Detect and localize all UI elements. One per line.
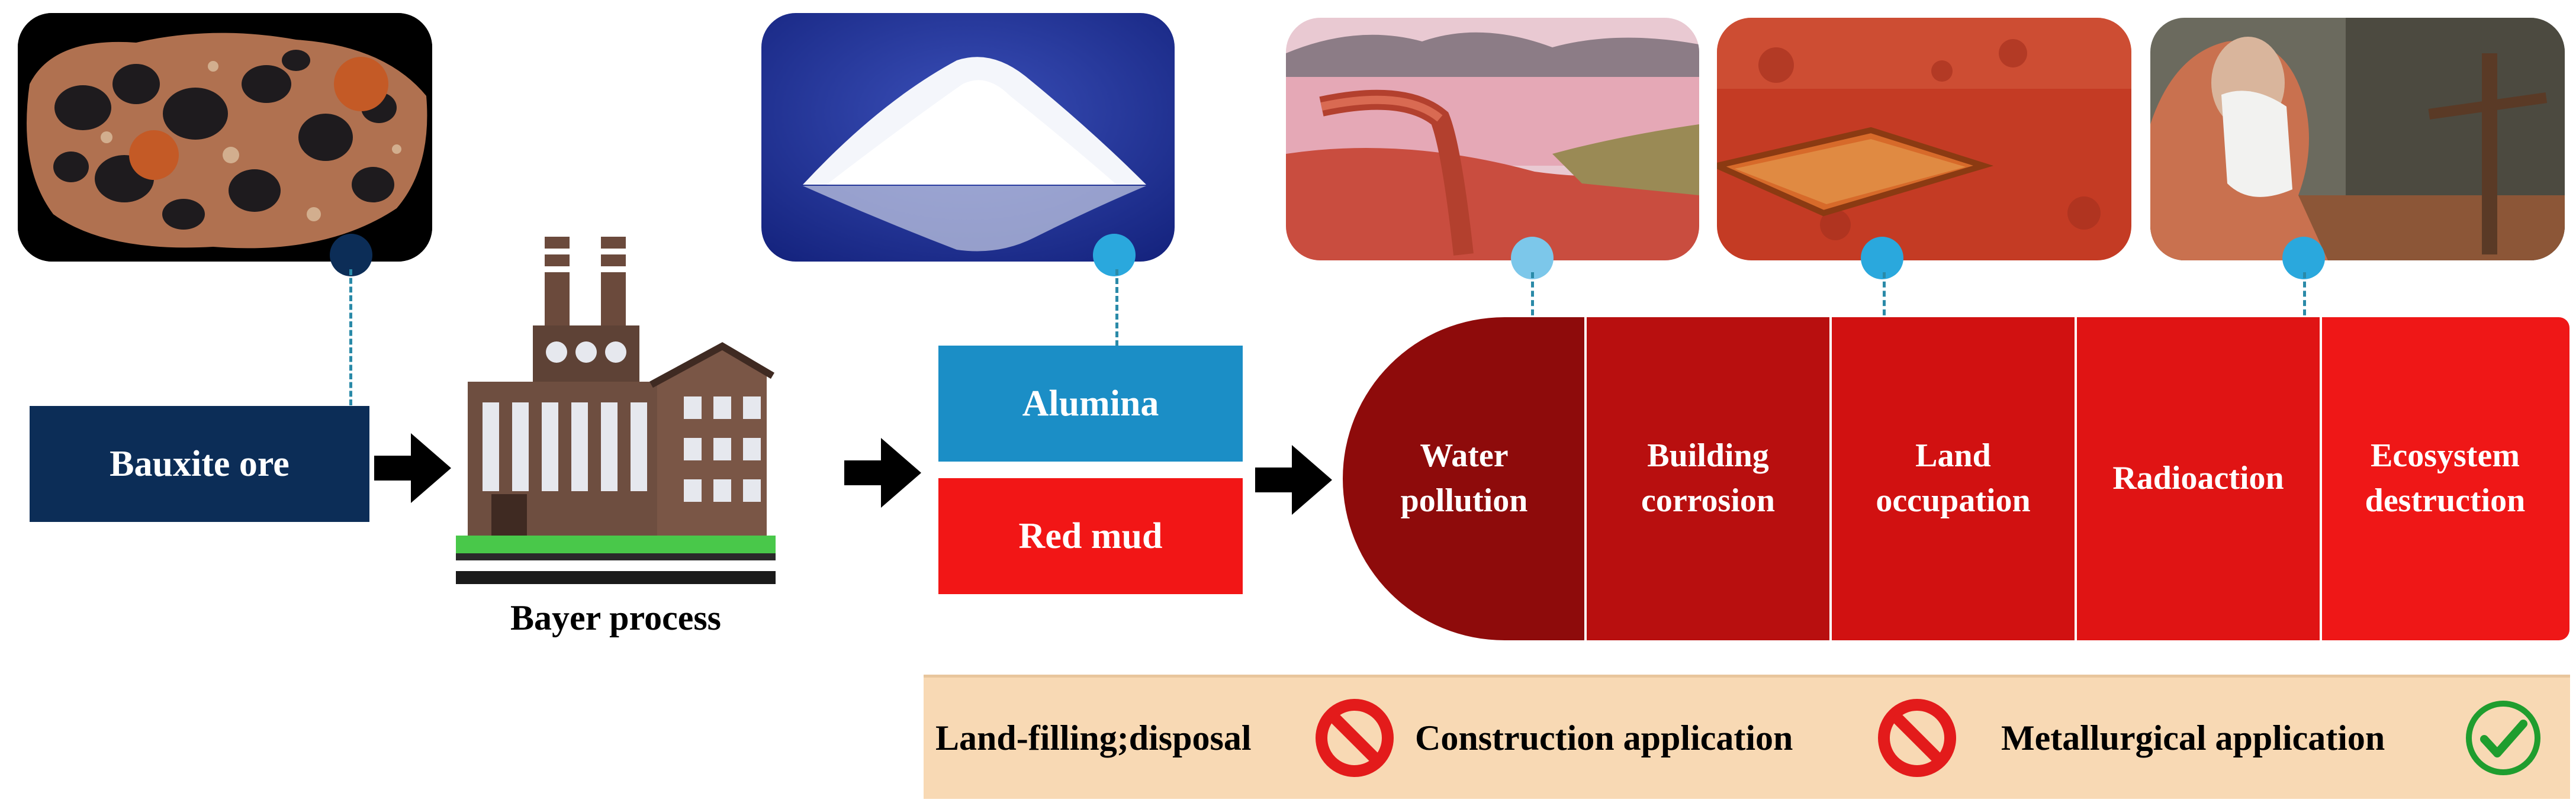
alumina-powder-photo	[761, 13, 1175, 262]
application-landfill-label: Land-filling;disposal	[935, 718, 1252, 757]
impact-land-occupation: Land occupation	[1831, 317, 2076, 640]
impact-water-pollution: Water pollution	[1343, 317, 1586, 640]
water-pollution-photo	[1286, 18, 1699, 260]
alumina-box: Alumina	[938, 346, 1243, 462]
segment-divider	[2320, 317, 2322, 640]
segment-divider	[1829, 317, 1832, 640]
bayer-process-label: Bayer process	[510, 598, 722, 637]
no-entry-icon	[1316, 699, 1394, 777]
red-mud-box: Red mud	[938, 478, 1243, 594]
impact-radioaction: Radioaction	[2076, 317, 2321, 640]
bauxite-ore-photo	[18, 13, 432, 262]
segment-divider	[2075, 317, 2077, 640]
arrow-to-bayer-icon	[374, 433, 451, 503]
impact-bar: Water pollution Building corrosion Land …	[1343, 317, 2569, 640]
segment-divider	[1584, 317, 1587, 640]
application-metallurgical-label: Metallurgical application	[2001, 718, 2385, 757]
land-occupation-pin	[1861, 237, 1903, 279]
no-entry-icon	[1878, 699, 1956, 777]
alumina-pin	[1093, 234, 1136, 276]
ecosystem-pin-line	[2303, 272, 2306, 343]
bauxite-ore-box: Bauxite ore	[30, 406, 369, 522]
ecosystem-destruction-photo	[2150, 18, 2565, 260]
impact-label: Ecosystem destruction	[2365, 437, 2526, 519]
impact-label: Land occupation	[1876, 437, 2031, 519]
impact-label: Building corrosion	[1641, 437, 1776, 519]
bauxite-pin-line	[349, 269, 352, 405]
land-occupation-photo	[1717, 18, 2131, 260]
water-pollution-pin-line	[1531, 272, 1534, 343]
impact-label: Water pollution	[1400, 437, 1528, 519]
alumina-pin-line	[1115, 269, 1118, 346]
application-strip: Land-filling;disposal Construction appli…	[924, 675, 2570, 799]
impact-building-corrosion: Building corrosion	[1586, 317, 1831, 640]
impact-label: Radioaction	[2112, 460, 2284, 497]
application-construction-label: Construction application	[1415, 718, 1793, 757]
factory-icon	[456, 237, 776, 584]
arrow-to-impacts-icon	[1255, 445, 1332, 515]
check-circle-icon	[2466, 701, 2540, 775]
land-occupation-pin-line	[1883, 272, 1886, 343]
impact-ecosystem-destruction: Ecosystem destruction	[2321, 317, 2569, 640]
arrow-to-products-icon	[844, 438, 921, 508]
